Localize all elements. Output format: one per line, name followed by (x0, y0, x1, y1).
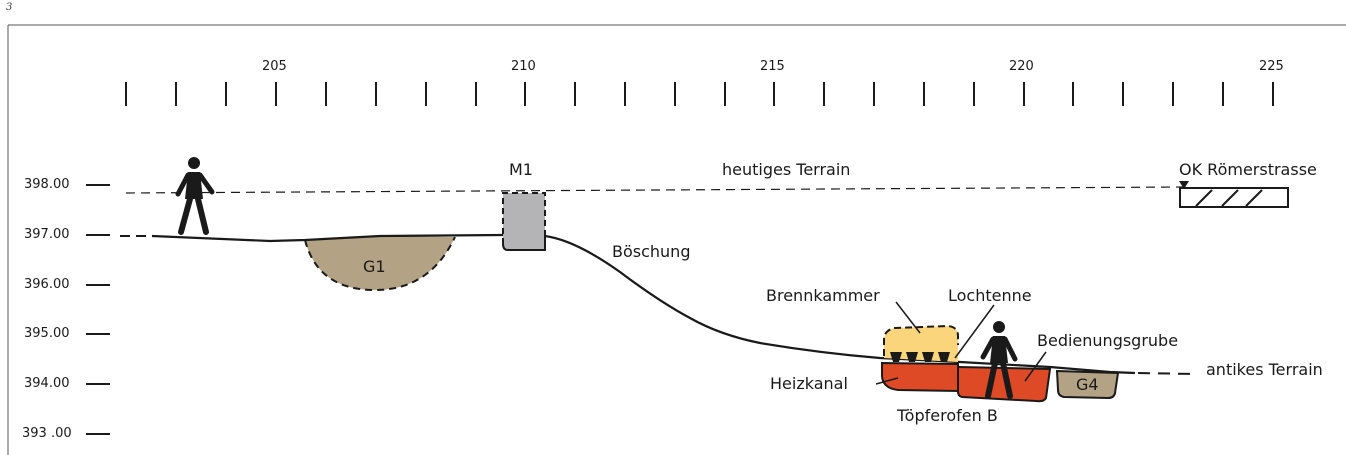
g1-label: G1 (363, 257, 386, 276)
bedienungsgrube (957, 365, 1052, 403)
y-axis-ticks (86, 184, 110, 435)
g4-pit (1055, 369, 1120, 400)
brennkammer-outline (883, 324, 959, 356)
ancient-terrain-right-dash (1137, 372, 1196, 375)
m1-wall-outline-base (502, 236, 546, 251)
toepferofen-label: Töpferofen B (897, 406, 998, 425)
g4-label: G4 (1076, 375, 1099, 394)
survey-marker-icon (1179, 181, 1189, 189)
y-tick-label: 393 .00 (22, 426, 72, 441)
leader-lines (875, 301, 1047, 385)
modern-terrain-line (125, 186, 1184, 194)
x-tick-label: 225 (1259, 59, 1284, 74)
y-tick-label: 394.00 (24, 376, 70, 391)
person-icon (980, 321, 1018, 399)
x-tick-label: 205 (262, 59, 287, 74)
m1-wall (503, 193, 545, 250)
figure-number: 3 (6, 2, 13, 13)
boeschung-label: Böschung (612, 242, 691, 261)
y-tick-label: 396.00 (24, 277, 70, 292)
lochtenne-pots (890, 352, 950, 362)
bedienungsgrube-label: Bedienungsgrube (1037, 331, 1179, 350)
person-icon (175, 157, 215, 235)
g1-pit (305, 236, 455, 290)
m1-wall-outline-dashed (502, 192, 546, 244)
x-tick-label: 210 (511, 59, 536, 74)
m1-label: M1 (509, 160, 533, 179)
x-axis-ticks (125, 82, 1274, 106)
heizkanal (881, 361, 959, 393)
lochtenne-label: Lochtenne (948, 286, 1032, 305)
roemerstrasse-block (1179, 187, 1289, 208)
brennkammer-label: Brennkammer (766, 286, 880, 305)
antikes-terrain-label: antikes Terrain (1206, 360, 1323, 379)
g1-pit-outline (304, 236, 456, 292)
heizkanal-label: Heizkanal (770, 374, 848, 393)
x-tick-label: 220 (1009, 59, 1034, 74)
y-tick-label: 398.00 (24, 177, 70, 192)
heutiges-terrain-label: heutiges Terrain (722, 160, 851, 179)
ancient-terrain-line (151, 233, 1136, 375)
x-tick-label: 215 (760, 59, 785, 74)
ok-roemerstrasse-label: OK Römerstrasse (1179, 160, 1317, 179)
y-tick-label: 395.00 (24, 326, 70, 341)
y-tick-label: 397.00 (24, 227, 70, 242)
